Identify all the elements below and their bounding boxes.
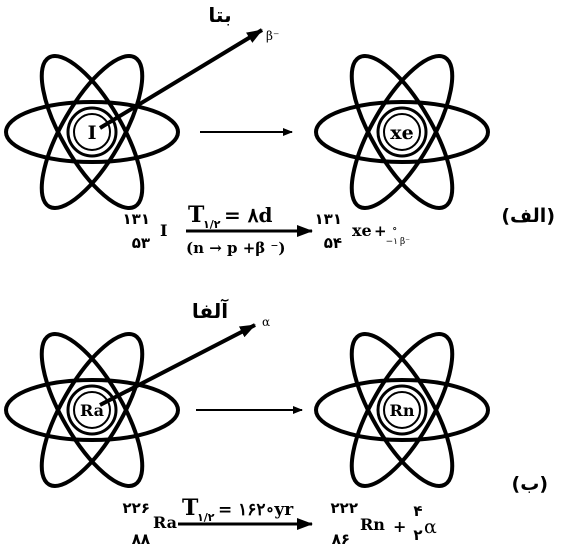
plus-sign: + <box>393 517 406 536</box>
particle-charge: −۱ <box>386 237 398 247</box>
beta-emission-arrow <box>100 30 262 128</box>
nucleus-label-iodine: I <box>88 122 97 144</box>
daughter-atomic-number: ۸۶ <box>332 530 350 548</box>
beta-label: بتا <box>208 3 231 27</box>
half-life-subscript: ۱/۲ <box>203 218 221 231</box>
parent-symbol: Ra <box>153 513 177 532</box>
parent-mass-number: ۲۲۶ <box>123 499 150 517</box>
parent-symbol: I <box>160 221 167 240</box>
parent-mass-number: ۱۳۱ <box>123 210 150 228</box>
alpha-label: آلفا <box>192 298 229 323</box>
half-life-value: = ۸d <box>224 203 272 227</box>
particle-symbol: β⁻ <box>400 237 410 247</box>
daughter-symbol: Rn <box>360 515 385 534</box>
daughter-mass-number: ۱۳۱ <box>315 210 342 228</box>
particle-mass-number: ∘ <box>392 222 397 235</box>
daughter-mass-number: ۲۲۲ <box>331 499 358 517</box>
half-life-subscript: ۱/۲ <box>197 511 215 524</box>
equation-b: ۲۲۶ ۸۸ Ra T ۱/۲ = ۱۶۲∘yr ۲۲۲ ۸۶ Rn + ۴ ۲… <box>123 495 437 548</box>
daughter-atomic-number: ۵۴ <box>324 234 342 252</box>
half-life-value: = ۱۶۲∘yr <box>218 500 294 520</box>
parent-atomic-number: ۵۳ <box>132 234 150 252</box>
reaction-condition: (n → p +β ⁻) <box>186 239 286 257</box>
particle-charge: ۲ <box>413 526 422 544</box>
atom-radium: Ra <box>6 321 178 500</box>
parent-atomic-number: ۸۸ <box>132 530 150 548</box>
nucleus-label-xenon: xe <box>390 122 413 144</box>
daughter-symbol: xe <box>352 221 372 240</box>
panel-label-a: (الف) <box>501 205 555 227</box>
particle-mass-number: ۴ <box>413 502 422 520</box>
alpha-symbol: α <box>262 315 270 329</box>
beta-symbol: β⁻ <box>266 29 279 43</box>
nucleus-label-radon: Rn <box>390 401 415 420</box>
panel-label-b: (ب) <box>512 473 548 495</box>
atom-iodine: I <box>6 43 178 222</box>
panel-a: I بتا β⁻ xe ۱۳۱ ۵۳ I T ۱/۲ = ۸d <box>6 3 555 257</box>
equation-a: ۱۳۱ ۵۳ I T ۱/۲ = ۸d (n → p +β ⁻) ۱۳۱ ۵۴ … <box>123 202 411 257</box>
atom-radon: Rn <box>316 321 488 500</box>
alpha-emission-arrow <box>100 325 255 405</box>
atom-xenon: xe <box>316 43 488 222</box>
panel-b: Ra آلفا α Rn ۲۲۶ ۸۸ Ra T ۱/۲ = ۱۶۲∘yr <box>6 298 548 548</box>
particle-symbol: α <box>424 516 437 538</box>
